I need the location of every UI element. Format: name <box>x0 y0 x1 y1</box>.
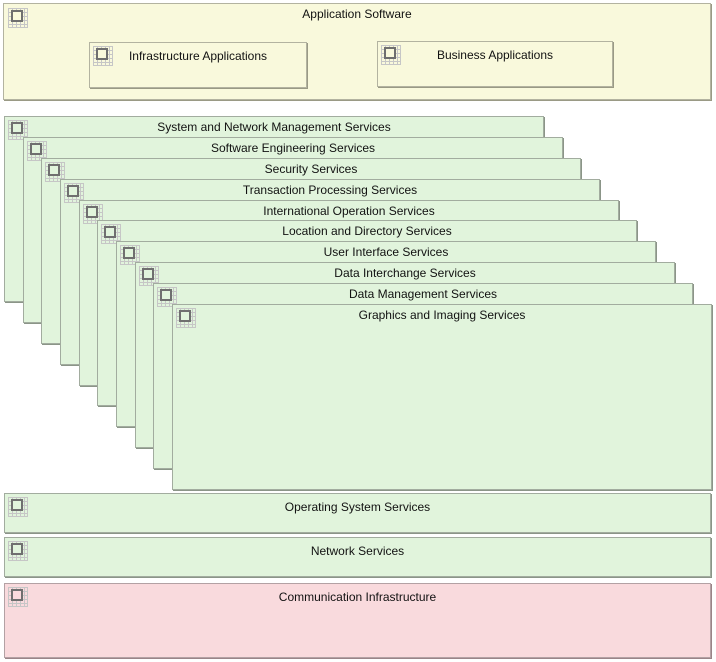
component-grid-icon <box>101 224 121 244</box>
operating-system-services-box[interactable]: Operating System Services <box>4 493 711 533</box>
service-box-graphics-imaging[interactable]: Graphics and Imaging Services <box>172 304 712 490</box>
business-applications-box[interactable]: Business Applications <box>377 41 613 87</box>
component-grid-icon <box>83 204 103 224</box>
service-label: Transaction Processing Services <box>242 183 418 197</box>
component-grid-icon <box>64 183 84 203</box>
network-services-label: Network Services <box>310 544 405 558</box>
operating-system-services-label: Operating System Services <box>284 500 431 514</box>
service-label: System and Network Management Services <box>157 120 391 134</box>
component-grid-icon <box>45 162 65 182</box>
component-grid-icon <box>139 266 159 286</box>
service-label: Software Engineering Services <box>210 141 376 155</box>
service-label: User Interface Services <box>323 245 449 259</box>
component-grid-icon <box>27 141 47 161</box>
infrastructure-applications-label: Infrastructure Applications <box>128 49 268 63</box>
component-grid-icon <box>8 120 28 140</box>
component-grid-icon <box>8 541 28 561</box>
service-label: Graphics and Imaging Services <box>358 308 526 322</box>
service-label: Security Services <box>264 162 358 176</box>
component-grid-icon <box>176 308 196 328</box>
component-grid-icon <box>8 587 28 607</box>
component-grid-icon <box>8 8 28 28</box>
service-label: Data Management Services <box>348 287 498 301</box>
service-label: International Operation Services <box>263 204 435 218</box>
component-grid-icon <box>381 45 401 65</box>
service-label: Data Interchange Services <box>334 266 476 280</box>
communication-infrastructure-box[interactable]: Communication Infrastructure <box>4 583 711 658</box>
communication-infrastructure-label: Communication Infrastructure <box>278 590 437 604</box>
infrastructure-applications-box[interactable]: Infrastructure Applications <box>89 42 307 88</box>
component-grid-icon <box>8 497 28 517</box>
component-grid-icon <box>93 46 113 66</box>
network-services-box[interactable]: Network Services <box>4 537 711 577</box>
service-label: Location and Directory Services <box>282 224 452 238</box>
component-grid-icon <box>157 287 177 307</box>
application-software-label: Application Software <box>302 7 412 21</box>
business-applications-label: Business Applications <box>436 48 554 62</box>
application-software-box[interactable]: Application Software Infrastructure Appl… <box>3 3 711 100</box>
component-grid-icon <box>120 245 140 265</box>
